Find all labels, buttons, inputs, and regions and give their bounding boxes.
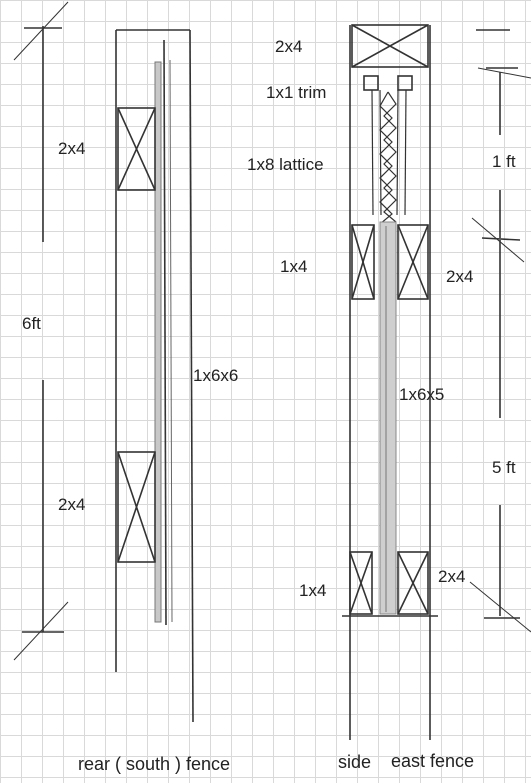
side-board-1x6x5 (379, 221, 397, 615)
rear-height-dimension (13, 1, 69, 661)
side-height-dimensions (469, 29, 531, 633)
side-lattice-label: 1x8 lattice (247, 155, 324, 174)
rear-fence-caption: rear ( south ) fence (78, 754, 231, 774)
side-lower-left-1x4 (349, 551, 373, 615)
side-board-label: 1x6x5 (399, 385, 445, 404)
side-top-cap-label: 2x4 (275, 37, 303, 56)
rear-bottom-rail-2x4 (117, 451, 156, 563)
side-lower-right-label: 2x4 (438, 567, 466, 586)
side-lattice-1x8 (371, 89, 407, 225)
side-top-cap-2x4 (351, 24, 429, 68)
side-upper-right-2x4 (397, 224, 429, 300)
rear-top-rail-label: 2x4 (58, 139, 86, 158)
side-upper-left-label: 1x4 (280, 257, 308, 276)
rear-bottom-rail-label: 2x4 (58, 495, 86, 514)
side-upper-left-1x4 (351, 224, 375, 300)
rear-fence-elevation (13, 1, 194, 723)
side-posts (342, 25, 438, 740)
side-trim-label: 1x1 trim (266, 83, 327, 102)
rear-board-1x6x6 (154, 39, 173, 626)
side-caption: side (338, 752, 372, 772)
rear-board-label: 1x6x6 (193, 366, 239, 385)
rear-top-rail-2x4 (117, 107, 156, 191)
side-top-dimension-label: 1 ft (492, 152, 516, 171)
side-upper-right-label: 2x4 (446, 267, 474, 286)
side-trim-1x1 (363, 75, 413, 91)
side-lower-right-2x4 (397, 551, 429, 615)
east-fence-caption: east fence (391, 751, 475, 771)
rear-height-label: 6ft (22, 314, 41, 333)
side-fence-elevation (342, 24, 531, 740)
side-lower-left-label: 1x4 (299, 581, 327, 600)
side-bottom-dimension-label: 5 ft (492, 458, 516, 477)
rear-post (115, 29, 194, 723)
